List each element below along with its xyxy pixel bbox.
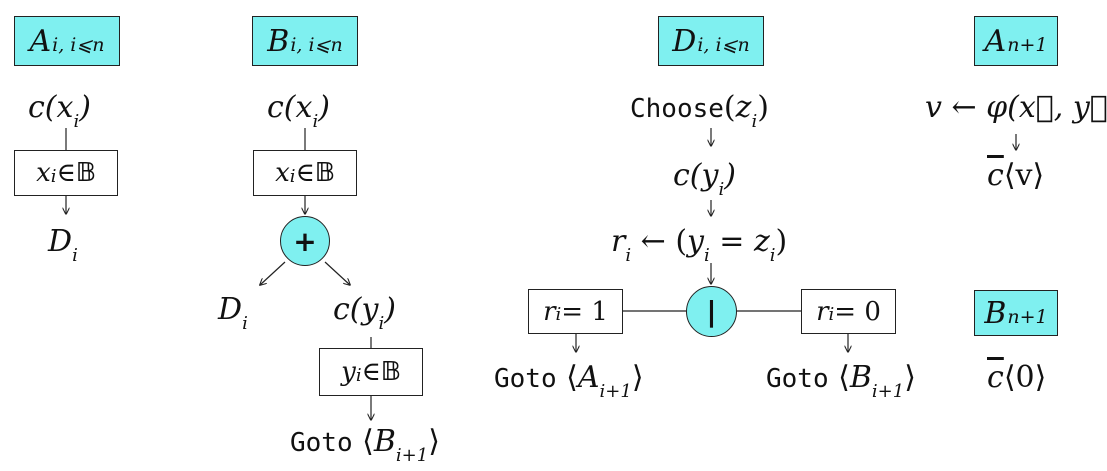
goto-b-next-b: Goto ⟨Bi+1⟩ <box>290 424 440 466</box>
result-di-a: Di <box>48 224 78 266</box>
plus-node: + <box>280 216 330 266</box>
goto-b-next-d: Goto ⟨Bi+1⟩ <box>766 360 916 402</box>
send-c-xi-b: c(xi) <box>267 90 330 132</box>
choose-zi: Choose(zi) <box>630 90 769 132</box>
assign-ri: ri ← (yi = zi) <box>611 224 788 266</box>
send-cbar-v: c⟨v⟩ <box>987 158 1045 193</box>
result-di-b: Di <box>218 292 248 334</box>
assign-v: v ← φ(x⃗, y⃗) <box>925 90 1107 125</box>
send-c-xi-a: c(xi) <box>28 90 91 132</box>
goto-a-next: Goto ⟨Ai+1⟩ <box>494 360 644 402</box>
branch-node: | <box>686 286 737 337</box>
send-c-yi-b: c(yi) <box>333 292 396 334</box>
send-c-yi-d: c(yi) <box>673 158 736 200</box>
send-cbar-0: c⟨0⟩ <box>987 360 1047 395</box>
